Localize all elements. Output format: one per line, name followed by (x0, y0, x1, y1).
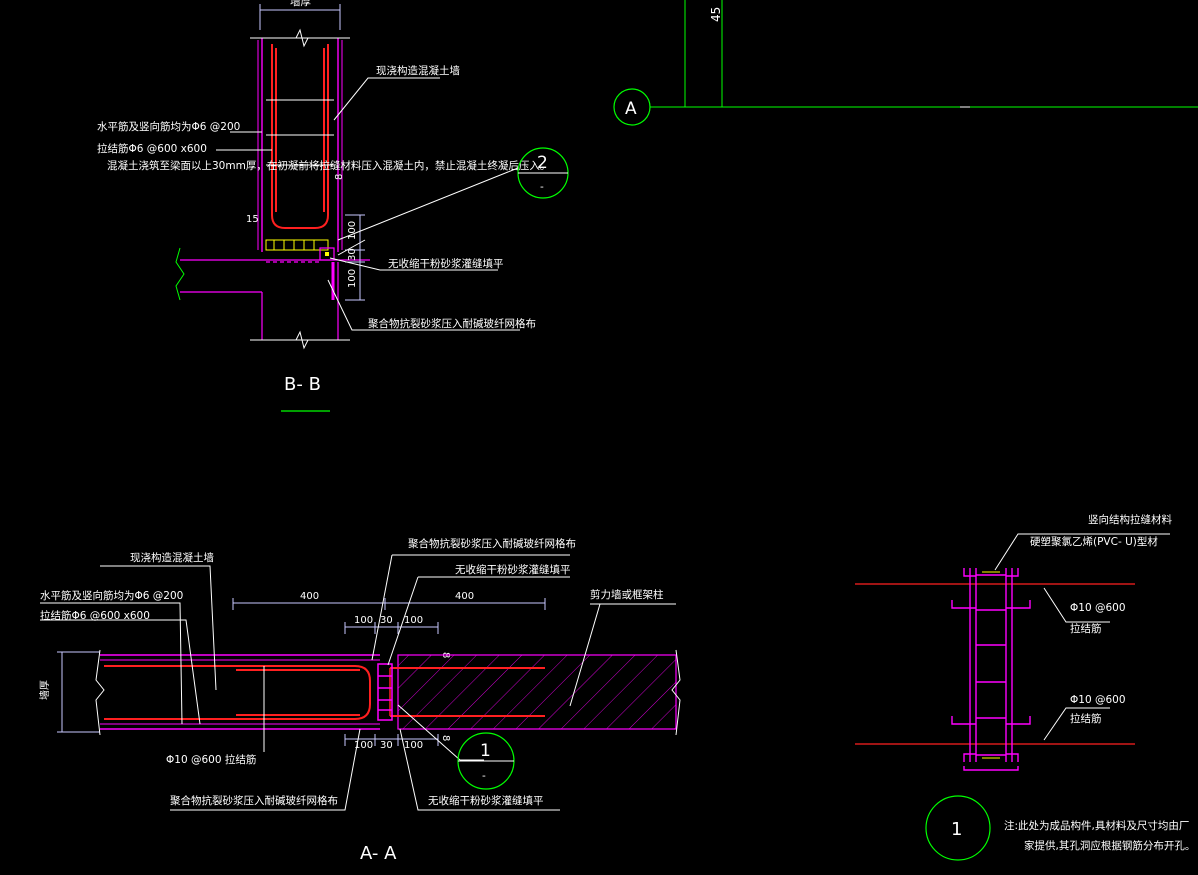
aa-caption: A- A (360, 843, 397, 864)
detail-tie-spec-2: Φ10 @600 (1070, 694, 1126, 706)
bb-dim-100-bottom: 100 (347, 269, 358, 288)
aa-dim-400-right: 400 (455, 591, 474, 602)
section-aa: 400 400 100 30 100 100 30 100 墙厚 8 8 (38, 537, 681, 864)
aa-dim-400-left: 400 (300, 591, 319, 602)
bb-rebar (266, 44, 334, 229)
aa-dim-100c: 100 (354, 740, 373, 751)
aa-dim-100d: 100 (404, 740, 423, 751)
bb-top-dim-label: 墙厚 (290, 0, 311, 8)
aa-wall-name: 现浇构造混凝土墙 (130, 551, 214, 564)
aa-dim-30b: 30 (380, 740, 393, 751)
bb-mesh-note: 聚合物抗裂砂浆压入耐碱玻纤网格布 (368, 317, 536, 330)
bb-beam (175, 247, 370, 350)
bb-bubble-number: 2 (537, 153, 548, 173)
detail-pvc-notches (982, 571, 1000, 759)
aa-dim-100a: 100 (354, 615, 373, 626)
bb-top-dimension (259, 4, 341, 30)
aa-grout-note-top: 无收缩干粉砂浆灌缝填平 (455, 563, 571, 576)
aa-grout-note-bottom: 无收缩干粉砂浆灌缝填平 (428, 794, 544, 807)
bb-wall-name: 现浇构造混凝土墙 (376, 64, 460, 77)
aa-shear-wall-hatch (397, 654, 677, 730)
detail-note-line2: 家提供,其孔洞应根据钢筋分布开孔。 (1024, 839, 1195, 852)
aa-bubble-number: 1 (480, 741, 491, 761)
aa-bubble-sub: - (482, 770, 486, 782)
aa-dim-100b: 100 (404, 615, 423, 626)
bb-vertical-dims (345, 214, 365, 301)
aa-leaders (40, 554, 676, 811)
aa-dim-8b: 8 (440, 735, 451, 741)
bb-grout-note: 无收缩干粉砂浆灌缝填平 (388, 257, 504, 270)
aa-mesh-note-top: 聚合物抗裂砂浆压入耐碱玻纤网格布 (408, 537, 576, 550)
section-bb: 墙厚 (97, 0, 569, 412)
bb-tie-note: 拉结筋Φ6 @600 x600 (97, 142, 207, 155)
aa-rebar-note: 水平筋及竖向筋均为Φ6 @200 (40, 589, 183, 602)
detail-bubble: 1 (925, 795, 991, 861)
bb-wall-outline (250, 28, 350, 252)
bb-dim-30: 30 (347, 248, 358, 261)
detail-pvc-profile (951, 568, 1031, 771)
aa-pvc-joint (377, 663, 393, 721)
bb-dim-8: 8 (334, 174, 345, 180)
bb-dim-15: 15 (246, 214, 259, 225)
bb-grout-joint (265, 239, 335, 261)
bb-dim-100-top: 100 (347, 221, 358, 240)
axis-a-label: A (625, 99, 637, 119)
bb-bubble-sub: - (540, 181, 544, 193)
bb-pour-note: 混凝土浇筑至梁面以上30mm厚，在初凝前将拉缝材料压入混凝土内，禁止混凝土终凝后… (107, 159, 550, 172)
detail-note-line1: 注:此处为成品构件,具材料及尺寸均由厂 (1004, 819, 1189, 832)
detail-material-name: 硬塑聚氯乙烯(PVC- U)型材 (1030, 535, 1158, 548)
bb-leaders (216, 77, 520, 331)
aa-dim-30a: 30 (380, 615, 393, 626)
detail-tie-spec-1: Φ10 @600 (1070, 602, 1126, 614)
aa-tie-bar-label: Φ10 @600 拉结筋 (166, 753, 256, 766)
detail-tie-name-1: 拉结筋 (1070, 622, 1102, 635)
detail-1: 竖向结构拉缝材料 硬塑聚氯乙烯(PVC- U)型材 Φ10 @600 拉结筋 Φ… (855, 513, 1195, 861)
detail-leaders (994, 533, 1170, 741)
detail-material-title: 竖向结构拉缝材料 (1088, 513, 1172, 526)
bb-detail-bubble: 2 - (517, 147, 569, 199)
aa-tie-note: 拉结筋Φ6 @600 x600 (40, 609, 150, 622)
aa-shear-wall-label: 剪力墙或框架柱 (590, 588, 664, 601)
bb-caption: B- B (284, 374, 321, 395)
detail-bubble-number: 1 (951, 819, 962, 840)
aa-break-line-right (671, 649, 681, 736)
axis-a: A 45 (613, 0, 1198, 126)
axis-dim-45: 45 (709, 7, 723, 22)
bb-rebar-note: 水平筋及竖向筋均为Φ6 @200 (97, 120, 240, 133)
aa-detail-bubble: 1 - (457, 732, 515, 790)
aa-wall-outline (95, 649, 380, 736)
detail-tie-name-2: 拉结筋 (1070, 712, 1102, 725)
aa-mesh-note-bottom: 聚合物抗裂砂浆压入耐碱玻纤网格布 (170, 794, 338, 807)
aa-side-dim: 墙厚 (38, 680, 51, 700)
